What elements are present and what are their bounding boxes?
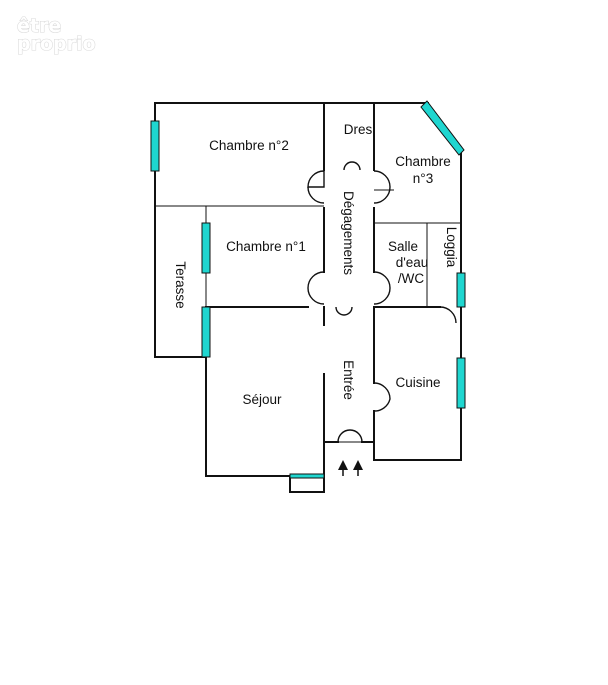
label-loggia: Loggia bbox=[444, 227, 459, 268]
door-entrance bbox=[337, 429, 363, 443]
watermark-logo: être proprio bbox=[16, 14, 96, 55]
door-loggia bbox=[439, 306, 457, 324]
label-dres: Dres bbox=[344, 122, 373, 137]
label-salle-line-1: Salle bbox=[388, 239, 418, 254]
window-chambre2 bbox=[150, 120, 160, 172]
window-chambre3 bbox=[420, 100, 465, 156]
label-cuisine: Cuisine bbox=[395, 375, 440, 390]
label-salle-line-2: d'eau bbox=[396, 255, 429, 270]
door-swings bbox=[307, 161, 457, 443]
label-chambre-2: Chambre n°2 bbox=[209, 138, 289, 153]
door-chambre3-lower bbox=[373, 186, 391, 204]
window-loggia bbox=[456, 272, 466, 308]
entrance-arrows-icon bbox=[338, 460, 363, 476]
label-salle-line-3: /WC bbox=[398, 271, 424, 286]
label-chambre-3-line-1: Chambre bbox=[395, 154, 451, 169]
window-cuisine bbox=[456, 357, 466, 409]
watermark-line-2: proprio bbox=[17, 33, 96, 55]
watermark-line-1: être bbox=[17, 15, 61, 37]
room-labels: Chambre n°2 Dres Chambre n°3 Dégagements… bbox=[173, 122, 459, 407]
window-sejour bbox=[201, 306, 211, 358]
door-degagements-west-upper bbox=[307, 186, 325, 204]
label-chambre-1: Chambre n°1 bbox=[226, 239, 306, 254]
door-corridor bbox=[335, 306, 353, 316]
door-dres bbox=[343, 161, 361, 171]
door-degagements-north-west bbox=[307, 170, 325, 188]
label-degagements: Dégagements bbox=[341, 191, 356, 275]
door-sejour-upper bbox=[307, 287, 325, 305]
label-chambre-3-line-2: n°3 bbox=[413, 171, 433, 186]
door-chambre1 bbox=[307, 271, 325, 289]
label-terasse: Terasse bbox=[173, 261, 188, 308]
door-chambre3 bbox=[373, 170, 391, 188]
window-chambre1 bbox=[201, 222, 211, 274]
door-salle-eau bbox=[373, 271, 391, 289]
windows bbox=[150, 100, 466, 479]
window-sejour-bottom bbox=[289, 473, 325, 479]
label-sejour: Séjour bbox=[242, 392, 282, 407]
door-salle-eau-lower bbox=[373, 287, 391, 305]
door-cuisine bbox=[373, 382, 391, 412]
label-entree: Entrée bbox=[341, 360, 356, 400]
